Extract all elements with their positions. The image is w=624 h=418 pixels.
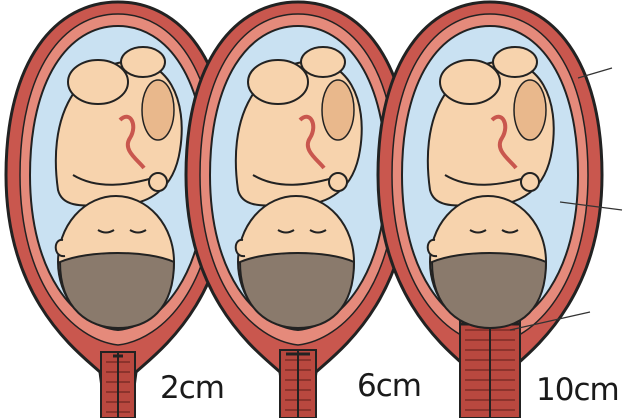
fetus-knee [440, 60, 500, 104]
fetus-thigh [142, 80, 174, 140]
fetus-thigh [322, 80, 354, 140]
fetus-foot [301, 47, 345, 77]
fetus-knee [248, 60, 308, 104]
fetus-knee [68, 60, 128, 104]
fetus-hand [149, 173, 167, 191]
dilation-label-6cm: 6cm [357, 368, 421, 404]
uterus-stage-6cm [186, 2, 410, 418]
dilation-label-2cm: 2cm [160, 370, 224, 406]
fetus-hand [329, 173, 347, 191]
fetus-foot [493, 47, 537, 77]
dilation-label-10cm: 10cm [536, 372, 619, 408]
fetus-hand [521, 173, 539, 191]
fetus-foot [121, 47, 165, 77]
fetus-thigh [514, 80, 546, 140]
uterus-stage-10cm [378, 2, 602, 418]
